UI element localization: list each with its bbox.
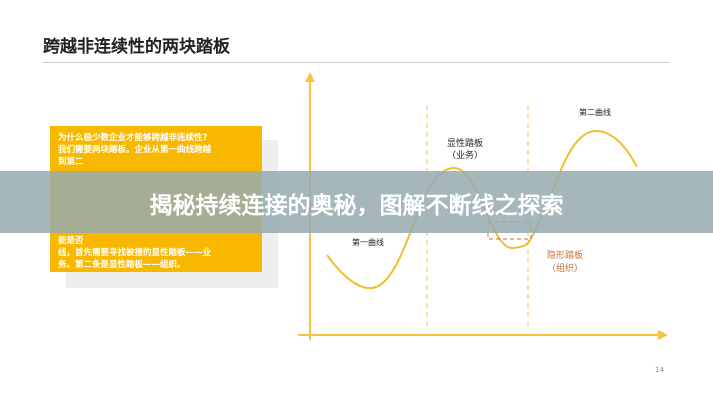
y-axis-arrow xyxy=(305,72,315,82)
box-line: 为什么极少数企业才能够跨越非连续性? xyxy=(58,133,208,143)
explicit-pedal-sub: （业务） xyxy=(447,149,483,161)
first-curve-label: 第一曲线 xyxy=(352,237,384,247)
title-divider xyxy=(43,62,670,63)
first-curve xyxy=(326,166,531,290)
box-line: 线，首先需要寻找被搜的显性踏板——业 xyxy=(58,248,212,258)
box-line: 到第二 xyxy=(58,157,84,167)
box-line: 务。第二条是显性踏板——组织。 xyxy=(58,260,186,270)
headline-banner: 揭秘持续连接的奥秘，图解不断线之探索 xyxy=(0,171,713,233)
banner-text: 揭秘持续连接的奥秘，图解不断线之探索 xyxy=(149,193,564,219)
box-line: 我们需要两块踏板。企业从第一曲线跨越 xyxy=(58,145,212,155)
hidden-pedal-sub: （组织） xyxy=(547,262,583,274)
page-number: 14 xyxy=(655,366,664,374)
hidden-pedal-label: 隐形踏板 xyxy=(547,249,583,261)
slide-title: 跨越非连续性的两块踏板 xyxy=(43,37,230,57)
second-curve-label: 第二曲线 xyxy=(579,107,611,117)
x-axis-arrow xyxy=(658,330,668,340)
explicit-pedal-label: 显性踏板 xyxy=(447,137,483,149)
box-line: 能是否 xyxy=(58,236,84,246)
